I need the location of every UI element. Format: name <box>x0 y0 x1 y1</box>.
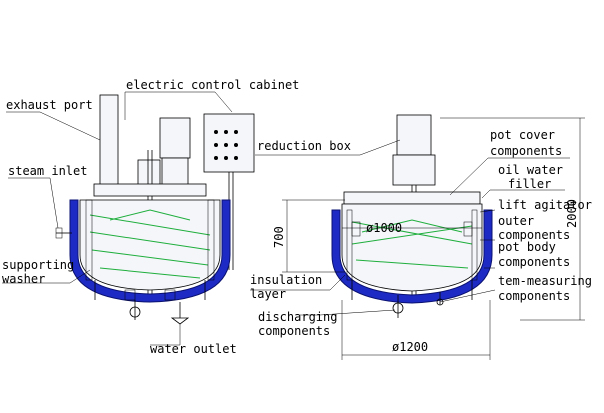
left-view <box>55 94 255 340</box>
top-cover <box>93 183 207 197</box>
water-outlet-fitting <box>170 317 190 325</box>
right-leaders <box>250 139 570 316</box>
legs <box>94 280 206 301</box>
label-tem-measuring-components: components <box>498 289 570 303</box>
dim-700: 700 <box>272 226 286 248</box>
label-layer: layer <box>250 287 286 301</box>
inner-vessel <box>79 199 221 291</box>
label-discharging-components: components <box>258 324 330 338</box>
label-electric-control-cabinet: electric control cabinet <box>126 78 299 92</box>
dim-2000: 2000 <box>565 199 579 228</box>
outer-jacket <box>69 199 231 303</box>
label-tem-measuring: tem-measuring <box>498 274 592 288</box>
motor-base <box>161 157 189 189</box>
right-cover <box>343 191 481 205</box>
label-pot-body: pot body <box>498 240 556 254</box>
label-pot-body-components: components <box>498 255 570 269</box>
motor <box>159 117 191 159</box>
label-outer: outer <box>498 214 534 228</box>
label-washer: washer <box>2 272 45 286</box>
label-exhaust-port: exhaust port <box>6 98 93 112</box>
label-outer-components: components <box>498 228 570 242</box>
right-view <box>331 114 493 318</box>
dim-phi-1200: ø1200 <box>392 340 428 354</box>
right-reducer <box>392 154 436 186</box>
control-cabinet-buttons <box>214 130 238 160</box>
label-insulation: insulation <box>250 273 322 287</box>
label-pot-cover-components: components <box>490 144 562 158</box>
labels: exhaust port electric control cabinet st… <box>2 78 592 356</box>
label-discharging: discharging <box>258 310 337 324</box>
right-inner-vessel <box>341 203 483 292</box>
label-reduction-box: reduction box <box>257 139 351 153</box>
label-oil-water: oil water <box>498 163 563 177</box>
label-supporting: supporting <box>2 258 74 272</box>
label-steam-inlet: steam inlet <box>8 164 87 178</box>
label-water-outlet: water outlet <box>150 342 237 356</box>
label-pot-cover: pot cover <box>490 128 555 142</box>
right-jacket <box>331 209 493 304</box>
dimension-labels: 700 ø1000 ø1200 2000 <box>272 199 579 354</box>
agitator <box>85 199 215 281</box>
label-lift-agitator: lift agitator <box>498 198 592 212</box>
control-cabinet <box>203 113 255 173</box>
right-motor <box>396 114 432 156</box>
left-leaders <box>2 91 233 346</box>
label-filler: filler <box>508 177 551 191</box>
right-dimensions <box>282 117 585 360</box>
exhaust-pipe <box>99 94 119 191</box>
dim-phi-1000: ø1000 <box>366 221 402 235</box>
